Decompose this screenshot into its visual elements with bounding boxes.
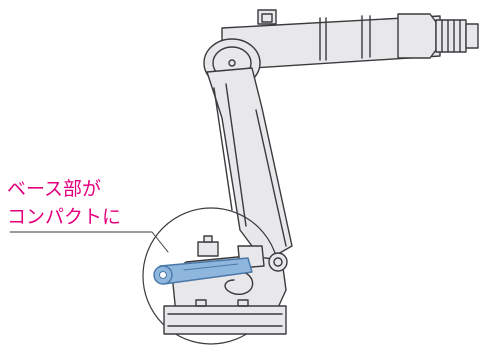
callout-line-2: コンパクトに <box>7 206 122 228</box>
leader-line <box>9 231 169 253</box>
balancer-cylinder-highlight <box>153 257 253 285</box>
callout-line-1: ベース部が <box>7 178 102 200</box>
forearm <box>221 9 479 71</box>
lower-arm <box>206 67 293 263</box>
